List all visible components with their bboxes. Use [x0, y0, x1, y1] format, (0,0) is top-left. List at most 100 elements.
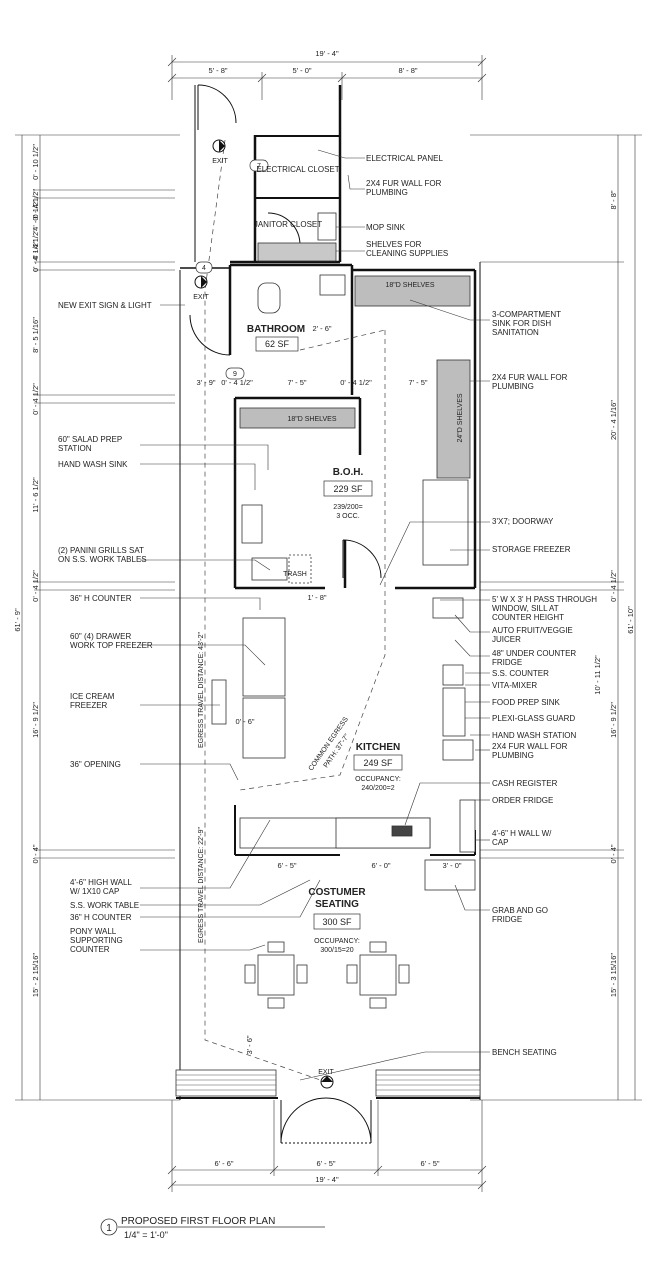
left-dim-6: 8' - 5 1/16"	[31, 317, 40, 353]
fixtures	[175, 212, 481, 1097]
boh-area: 229 SF	[333, 484, 363, 494]
interior-dim-5: 7' - 5"	[408, 378, 427, 387]
tags	[195, 159, 269, 380]
interior-dim-6: 2' - 6"	[312, 324, 331, 333]
callout-storage-freezer: STORAGE FREEZER	[492, 545, 571, 554]
drawing-title: 1 PROPOSED FIRST FLOOR PLAN 1/4" = 1'-0"	[100, 1216, 325, 1240]
right-dim-1: 8' - 8"	[609, 190, 618, 209]
right-dim-2: 20' - 4 1/16"	[609, 400, 618, 440]
top-dimensions	[167, 55, 487, 100]
callout-hand-wash-station: HAND WASH STATION	[492, 731, 577, 740]
exit-tag: 4	[202, 265, 206, 272]
seating-label-1: COSTUMER	[308, 887, 366, 898]
callout-hand-wash-sink: HAND WASH SINK	[58, 460, 128, 469]
bottom-dimensions	[167, 1100, 487, 1192]
boh-occupancy-2: 3 OCC.	[336, 513, 359, 520]
kitchen-occupancy-2: 240/200=2	[361, 785, 394, 792]
interior-dim-12: 3' - 6"	[245, 1035, 254, 1054]
callout-exit-sign: NEW EXIT SIGN & LIGHT	[58, 301, 152, 310]
callout-electrical-panel: ELECTRICAL PANEL	[366, 154, 443, 163]
interior-dim-8: 0' - 6"	[235, 717, 254, 726]
callout-ss-work-table: S.S. WORK TABLE	[70, 901, 139, 910]
bottom-dim-1: 6' - 6"	[214, 1159, 233, 1168]
left-dim-8: 11' - 6 1/2"	[31, 477, 40, 513]
kitchen-label: KITCHEN	[356, 742, 400, 753]
exit-label-bath: EXIT	[193, 294, 209, 301]
bathroom-area: 62 SF	[265, 339, 290, 349]
left-dim-3: 4' - 0 1/2"	[31, 199, 40, 231]
left-dim-10: 16' - 9 1/2"	[31, 702, 40, 738]
interior-dim-10: 6' - 0"	[371, 861, 390, 870]
janitor-closet-label: JANITOR CLOSET	[254, 220, 322, 229]
left-total-dim: 61' - 9"	[13, 608, 22, 632]
exit-symbols	[194, 139, 334, 1089]
right-dim-4: 10' - 11 1/2"	[593, 655, 602, 695]
callout-half-wall: 4'-6" H WALL W/CAP	[492, 829, 552, 847]
bottom-dim-2: 6' - 5"	[316, 1159, 335, 1168]
trash-label: TRASH	[283, 571, 307, 578]
callout-ss-counter: S.S. COUNTER	[492, 669, 549, 678]
shelves-label-3: 24"D SHELVES	[457, 393, 464, 442]
electrical-tag: 7	[257, 163, 261, 170]
left-dim-12: 15' - 2 15/16"	[31, 953, 40, 997]
drawing-title-text: PROPOSED FIRST FLOOR PLAN	[121, 1216, 275, 1227]
right-dimensions	[470, 134, 642, 1101]
callout-plexi-guard: PLEXI-GLASS GUARD	[492, 714, 575, 723]
right-total-dim: 61' - 10"	[626, 606, 635, 634]
left-dim-4: 4' - 4 1/2"	[31, 229, 40, 261]
interior-dim-2: 0' - 4 1/2"	[221, 378, 253, 387]
interior-dim-11: 3' - 0"	[442, 861, 461, 870]
right-dim-3: 0' - 4 1/2"	[609, 570, 618, 602]
top-dim-3: 8' - 8"	[398, 66, 417, 75]
right-dim-7: 15' - 3 15/16"	[609, 953, 618, 997]
front-entry-doors	[189, 84, 382, 1144]
left-dim-7: 0' - 4 1/2"	[31, 383, 40, 415]
seating-label-2: SEATING	[315, 899, 359, 910]
drawing-scale: 1/4" = 1'-0"	[124, 1230, 168, 1240]
bench-slats	[176, 1074, 480, 1091]
top-total-dim: 19' - 4"	[315, 49, 339, 58]
kitchen-occupancy-1: OCCUPANCY:	[355, 776, 401, 783]
right-dim-6: 0' - 4"	[609, 844, 618, 863]
exit-label-front: EXIT	[318, 1069, 334, 1076]
interior-dim-7: 1' - 8"	[307, 593, 326, 602]
boh-label: B.O.H.	[333, 467, 364, 478]
bathroom-tag: 9	[233, 371, 237, 378]
seating-occupancy-1: OCCUPANCY:	[314, 938, 360, 945]
seating-area: 300 SF	[322, 917, 352, 927]
bathroom-label: BATHROOM	[247, 324, 305, 335]
top-dim-1: 5' - 8"	[208, 66, 227, 75]
egress-paths	[204, 139, 386, 1083]
electrical-closet-label: ELECTRICAL CLOSET	[256, 165, 339, 174]
seating-tables	[244, 941, 410, 1009]
callout-36-counter-1: 36" H COUNTER	[70, 594, 132, 603]
leader-lines	[140, 149, 490, 1081]
shelves-label-1: 18"D SHELVES	[385, 282, 434, 289]
egress-distance-2: EGRESS TRAVEL DISTANCE: 22'-9"	[198, 826, 205, 943]
shelves-label-2: 18"D SHELVES	[287, 416, 336, 423]
left-dim-5: 0' - 4 1/2"	[31, 240, 40, 272]
left-dim-11: 0' - 4"	[31, 844, 40, 863]
kitchen-area: 249 SF	[363, 758, 393, 768]
callout-vita-mixer: VITA-MIXER	[492, 681, 537, 690]
callout-order-fridge: ORDER FRIDGE	[492, 796, 553, 805]
building-walls	[176, 85, 481, 1100]
callout-36-counter-2: 36" H COUNTER	[70, 913, 132, 922]
boh-occupancy-1: 239/200=	[333, 504, 362, 511]
